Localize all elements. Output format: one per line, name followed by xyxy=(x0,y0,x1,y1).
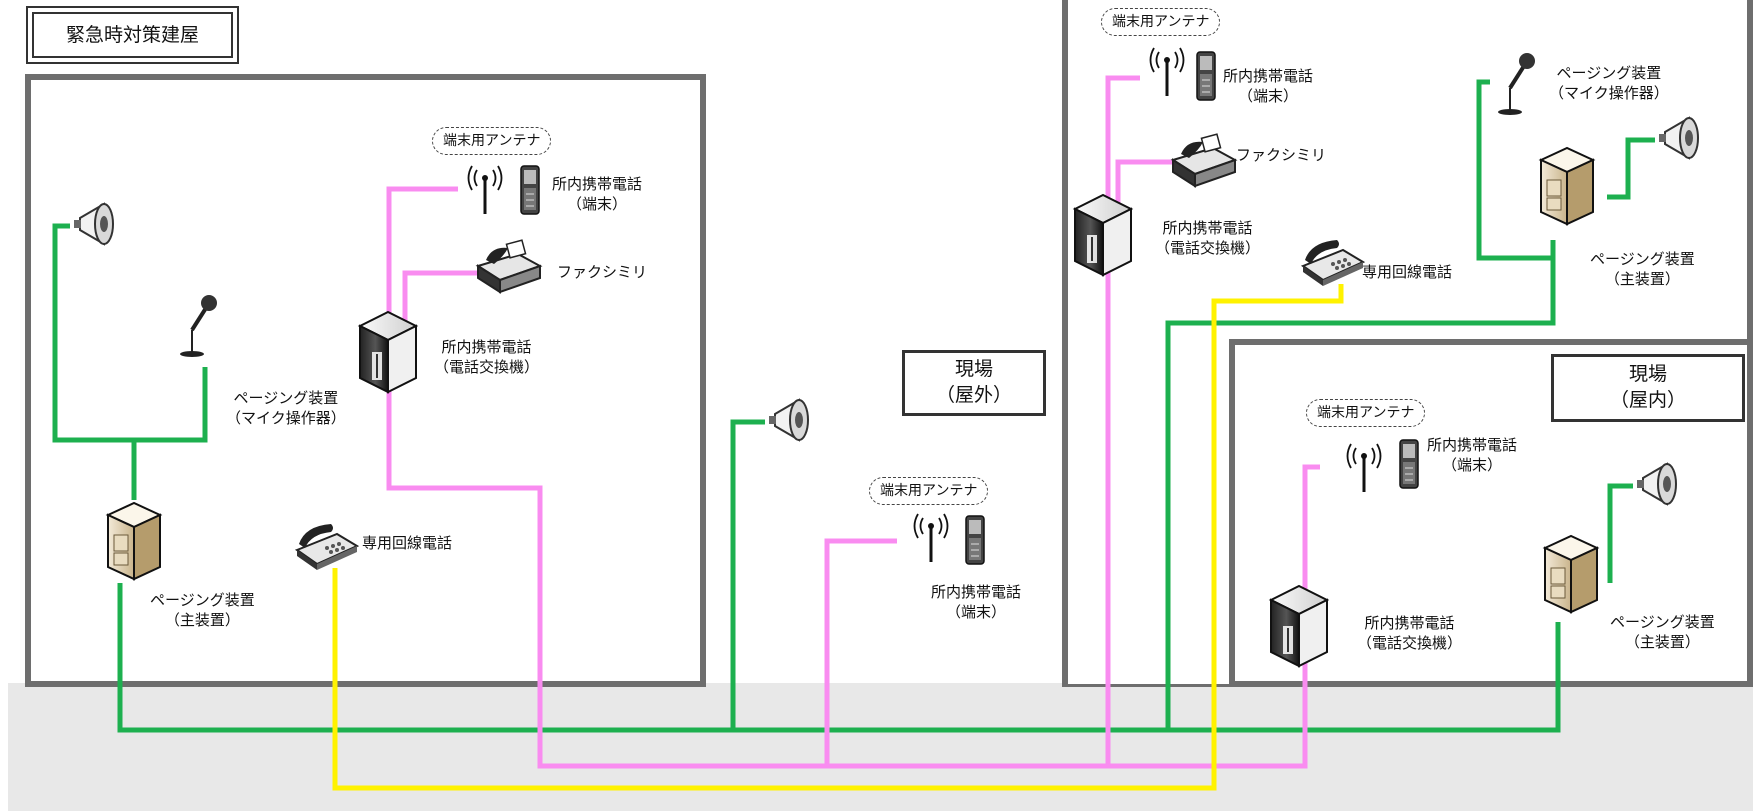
fax-label: ファクシミリ xyxy=(1236,146,1327,164)
mobile-phone-icon xyxy=(520,165,540,215)
paging-main-label: ページング装置（主装置） xyxy=(1590,250,1695,288)
paging-unit-icon xyxy=(1540,147,1594,225)
mobile-phone-terminal-label: 所内携帯電話（端末） xyxy=(931,583,1022,621)
dedicated-phone-label: 専用回線電話 xyxy=(362,534,453,552)
dedicated-line-network xyxy=(332,284,1344,791)
paging-mic-label: ページング装置（マイク操作器） xyxy=(226,389,346,427)
mobile-phone-icon xyxy=(1399,439,1419,489)
paging-main-label: ページング装置（主装置） xyxy=(1610,613,1715,651)
paging-mic-label: ページング装置（マイク操作器） xyxy=(1549,64,1669,102)
exchange-label: 所内携帯電話（電話交換機） xyxy=(1155,219,1261,257)
exchange-server-icon xyxy=(359,311,417,393)
indoor-zone-title: 現場 （屋内） xyxy=(1551,354,1745,422)
antenna-label: 端末用アンテナ xyxy=(869,477,989,505)
outdoor-zone-title: 現場 （屋外） xyxy=(902,350,1046,416)
emergency-building-title: 緊急時対策建屋 xyxy=(26,6,239,64)
mobile-network-lines xyxy=(386,75,1320,769)
mobile-phone-icon xyxy=(965,515,985,565)
mobile-phone-terminal-label: 所内携帯電話（端末） xyxy=(552,175,643,213)
antenna-icon xyxy=(913,512,949,564)
mobile-phone-icon xyxy=(1196,51,1216,101)
fax-label: ファクシミリ xyxy=(557,263,648,281)
speaker-icon xyxy=(768,399,809,441)
ground-strip xyxy=(8,683,1753,811)
paging-unit-icon xyxy=(107,502,161,580)
paging-main-label: ページング装置（主装置） xyxy=(150,591,255,629)
mobile-phone-terminal-label: 所内携帯電話（端末） xyxy=(1427,436,1518,474)
antenna-label: 端末用アンテナ xyxy=(1101,8,1221,36)
dedicated-phone-label: 専用回線電話 xyxy=(1362,263,1453,281)
paging-network-lines xyxy=(52,79,1655,733)
exchange-label: 所内携帯電話（電話交換機） xyxy=(1357,614,1463,652)
antenna-label: 端末用アンテナ xyxy=(432,127,552,155)
exchange-label: 所内携帯電話（電話交換機） xyxy=(434,338,540,376)
paging-unit-icon xyxy=(1544,535,1598,613)
exchange-server-icon xyxy=(1270,585,1328,667)
antenna-label: 端末用アンテナ xyxy=(1306,399,1426,427)
mobile-phone-terminal-label: 所内携帯電話（端末） xyxy=(1223,67,1314,105)
exchange-server-icon xyxy=(1074,194,1132,276)
